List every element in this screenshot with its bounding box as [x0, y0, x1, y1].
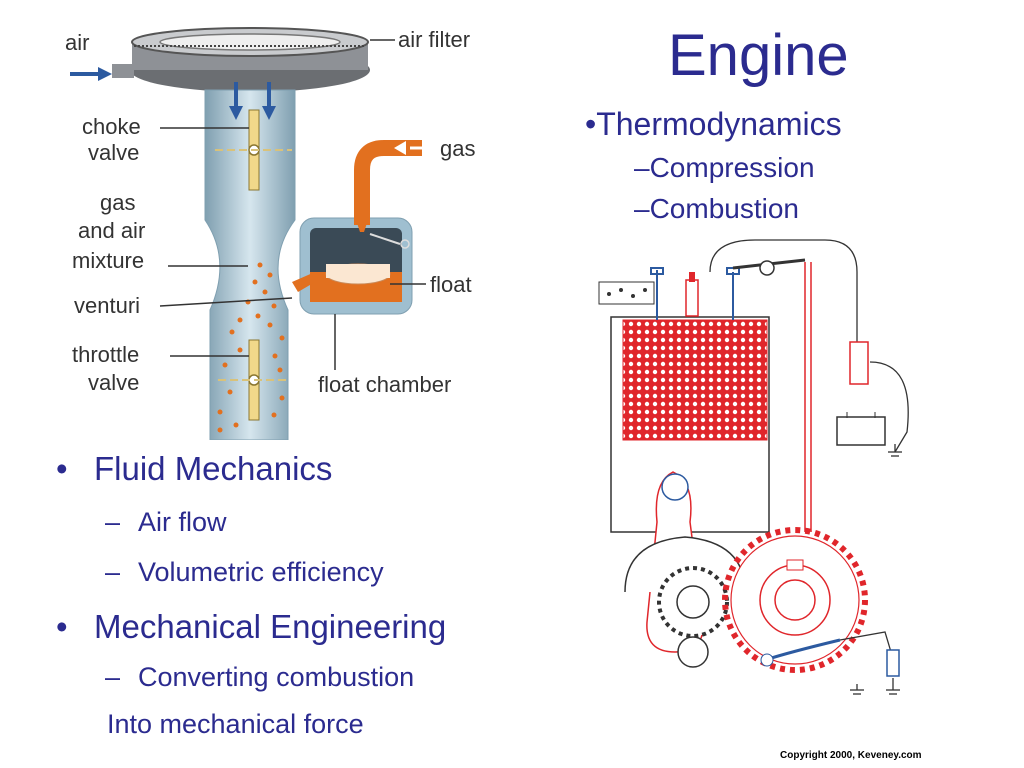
- combustion-item: –Combustion: [634, 193, 799, 224]
- subbullet-air-flow: –Air flow: [105, 507, 227, 538]
- float-chamber-label: float chamber: [318, 372, 451, 397]
- dash: –: [105, 557, 121, 587]
- air-inlet-arrow-icon: [70, 67, 112, 81]
- float-chamber-icon: [292, 217, 413, 315]
- leader-lines: [159, 39, 426, 370]
- air-filter-icon: [112, 27, 370, 92]
- bullet-label: Mechanical Engineering: [94, 608, 447, 645]
- carburetor-pipe-icon: [204, 89, 296, 440]
- venturi-label: venturi: [74, 293, 140, 318]
- distributor-icon: [760, 631, 900, 677]
- subbullet-volumetric-efficiency: –Volumetric efficiency: [105, 557, 384, 588]
- bullet-label: Fluid Mechanics: [94, 450, 333, 487]
- gas-feed-icon: [354, 140, 424, 232]
- mixture-label-line1: gas: [100, 190, 135, 215]
- float-label: float: [430, 272, 472, 297]
- fuel-droplets-icon: [217, 262, 285, 433]
- subbullet-continuation: Into mechanical force: [107, 709, 364, 739]
- choke-label-line1: choke: [82, 114, 141, 139]
- choke-label-line2: valve: [88, 140, 139, 165]
- dash: –: [105, 507, 121, 537]
- intake-port-icon: [598, 281, 655, 305]
- throttle-label-line2: valve: [88, 370, 139, 395]
- throttle-valve-icon: [218, 339, 288, 421]
- combustion-chamber-icon: [622, 319, 768, 441]
- engine-schematic: [598, 239, 909, 695]
- bullet-fluid-mechanics: • Fluid Mechanics: [56, 450, 332, 488]
- coil-wire: [869, 361, 909, 453]
- camshaft-gear-icon: [722, 527, 868, 673]
- copyright-text: Copyright 2000, Keveney.com: [780, 750, 922, 761]
- air-filter-label: air filter: [398, 27, 470, 52]
- bullet-dot: •: [56, 450, 68, 487]
- slide-title: Engine: [668, 23, 849, 88]
- mixture-label-line3: mixture: [72, 248, 144, 273]
- subbullet-label: Air flow: [138, 507, 227, 537]
- choke-valve-icon: [215, 109, 292, 191]
- ignition-wire: [709, 239, 858, 342]
- downflow-arrows-icon: [229, 82, 276, 120]
- compression-item: –Compression: [634, 152, 815, 183]
- throttle-label-line1: throttle: [72, 342, 139, 367]
- carburetor-diagram: air air filter choke valve gas gas and a…: [65, 27, 475, 440]
- mixture-label-line2: and air: [78, 218, 145, 243]
- subbullet-converting-combustion: –Converting combustion: [105, 662, 414, 693]
- spark-plug-icon: [685, 272, 699, 317]
- subbullet-label: Volumetric efficiency: [138, 557, 384, 587]
- battery-icon: [836, 412, 886, 446]
- rocker-arm-icon: [732, 258, 812, 532]
- crankshaft-gear-icon: [624, 536, 746, 668]
- dash: –: [105, 662, 121, 692]
- ignition-coil-icon: [849, 341, 869, 385]
- subbullet-label: Converting combustion: [138, 662, 415, 692]
- thermodynamics-heading: •Thermodynamics: [585, 106, 842, 142]
- gas-label: gas: [440, 136, 475, 161]
- bullet-dot: •: [56, 608, 68, 645]
- valve-icon: [650, 267, 740, 320]
- air-label: air: [65, 30, 89, 55]
- ground-symbol-icon: [850, 444, 902, 695]
- bullet-mechanical-engineering: • Mechanical Engineering: [56, 608, 446, 646]
